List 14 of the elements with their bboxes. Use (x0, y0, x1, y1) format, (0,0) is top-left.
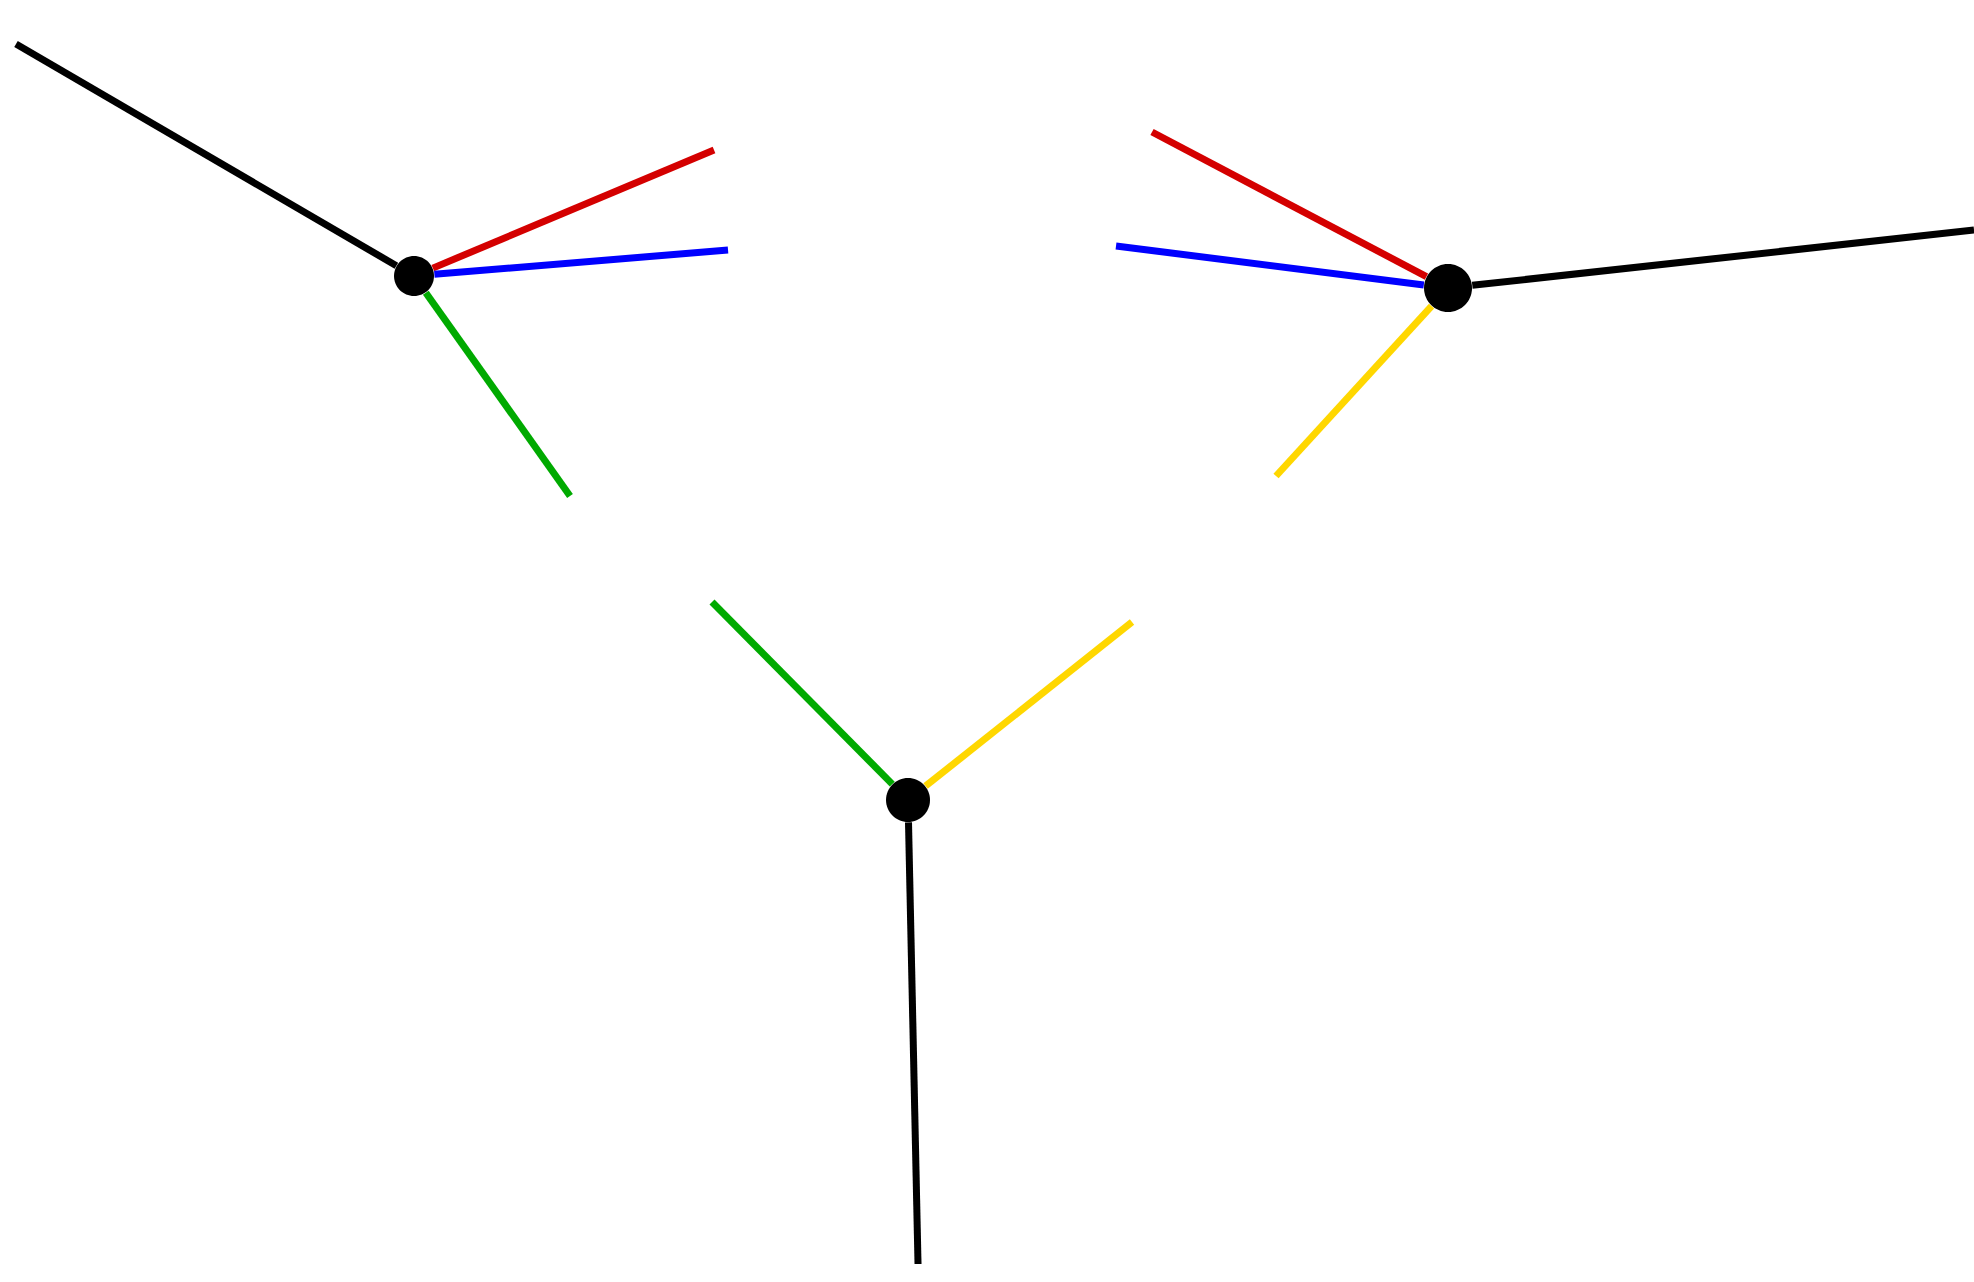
line (422, 290, 573, 499)
line (1150, 128, 1429, 280)
line (1471, 226, 1974, 289)
junction-dot (1424, 264, 1472, 312)
line (434, 246, 729, 278)
line (1115, 242, 1425, 289)
line (709, 599, 895, 787)
line (923, 619, 1135, 789)
line (1273, 303, 1435, 479)
junction-dot (886, 778, 930, 822)
line (431, 146, 716, 272)
line (14, 41, 399, 269)
line (905, 822, 922, 1265)
junction-dot (394, 256, 434, 296)
